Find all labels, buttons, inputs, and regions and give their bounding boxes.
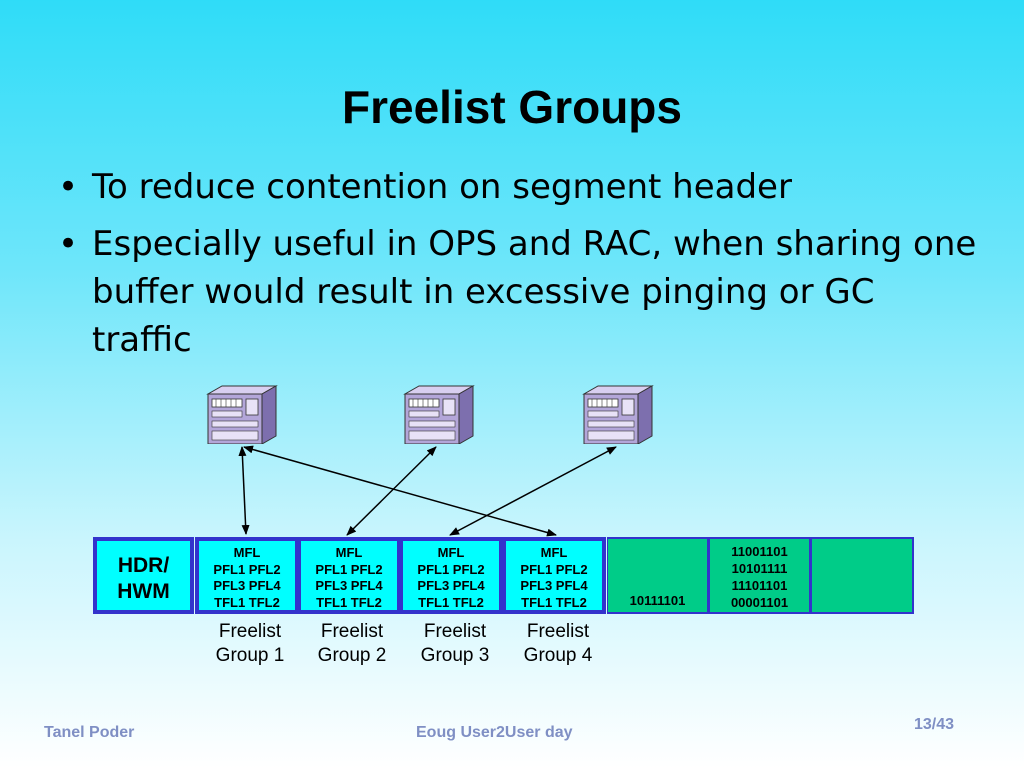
bitmap-line: 11101101 [731,578,788,593]
block-line: PFL3 PFL4 [520,578,588,593]
label-line: Freelist [218,621,282,642]
footer-author: Tanel Poder [44,724,135,741]
label-line: Freelist [423,621,487,642]
label-line: Group 4 [523,645,593,666]
block-line: PFL3 PFL4 [213,578,281,593]
bitmap-line: 00001101 [730,595,789,610]
block-line: TFL1 TFL2 [214,594,280,610]
block-line: PFL1 PFL2 [315,561,383,577]
label-line: Group 3 [420,645,490,666]
block-line: PFL1 PFL2 [213,561,281,577]
arrow-server1-group1 [238,446,250,535]
block-line: MFL [540,545,568,560]
freelist-group-block-3: MFL PFL1 PFL2 PFL3 PFL4 TFL1 TFL2 [399,537,503,614]
block-line: PFL3 PFL4 [417,578,485,593]
block-line: PFL1 PFL2 [520,561,588,577]
freelist-group-label-4: Freelist Group 4 [506,620,610,668]
label-line: Group 2 [317,645,387,666]
server-icon [582,385,654,444]
page-number: 13/43 [914,716,955,733]
freelist-group-block-1: MFL PFL1 PFL2 PFL3 PFL4 TFL1 TFL2 [195,537,299,614]
block-line: PFL3 PFL4 [315,578,383,593]
arrow-server3-group3 [449,446,617,536]
slide-title: Freelist Groups [342,81,682,133]
block-line: TFL1 TFL2 [418,594,484,610]
block-line: TFL1 TFL2 [521,594,587,610]
freelist-group-block-2: MFL PFL1 PFL2 PFL3 PFL4 TFL1 TFL2 [297,537,401,614]
bitmap-block-3 [811,537,914,614]
bullet-text: Especially useful in OPS and RAC, when s… [92,224,977,360]
header-line-2: HWM [117,580,170,603]
block-line: PFL1 PFL2 [417,561,485,577]
freelist-group-label-3: Freelist Group 3 [403,620,507,668]
bullet-dot: • [58,224,79,264]
label-line: Group 1 [215,645,285,666]
server-icon [206,385,278,444]
block-line: MFL [437,545,465,560]
bullet-text: To reduce contention on segment header [92,167,792,207]
freelist-group-label-1: Freelist Group 1 [198,620,302,668]
bitmap-block-1: 10111101 [607,537,709,614]
bitmap-line: 11001101 [731,544,788,559]
arrow-server1-group4 [243,445,557,537]
header-line-1: HDR/ [117,554,170,577]
bullet-dot: • [58,167,79,207]
block-line: TFL1 TFL2 [316,594,382,610]
server-icon [403,385,475,444]
label-line: Freelist [320,621,384,642]
arrow-server2-group2 [346,446,437,536]
freelist-group-block-4: MFL PFL1 PFL2 PFL3 PFL4 TFL1 TFL2 [502,537,606,614]
footer-event: Eoug User2User day [416,724,573,741]
bitmap-line: 10101111 [731,561,788,576]
segment-header-block: HDR/ HWM [93,537,194,614]
freelist-group-label-2: Freelist Group 2 [300,620,404,668]
bitmap-block-2: 11001101 10101111 11101101 00001101 [709,537,811,614]
label-line: Freelist [526,621,590,642]
block-line: MFL [335,545,363,560]
block-line: MFL [233,545,261,560]
bitmap-line: 10111101 [629,593,686,608]
